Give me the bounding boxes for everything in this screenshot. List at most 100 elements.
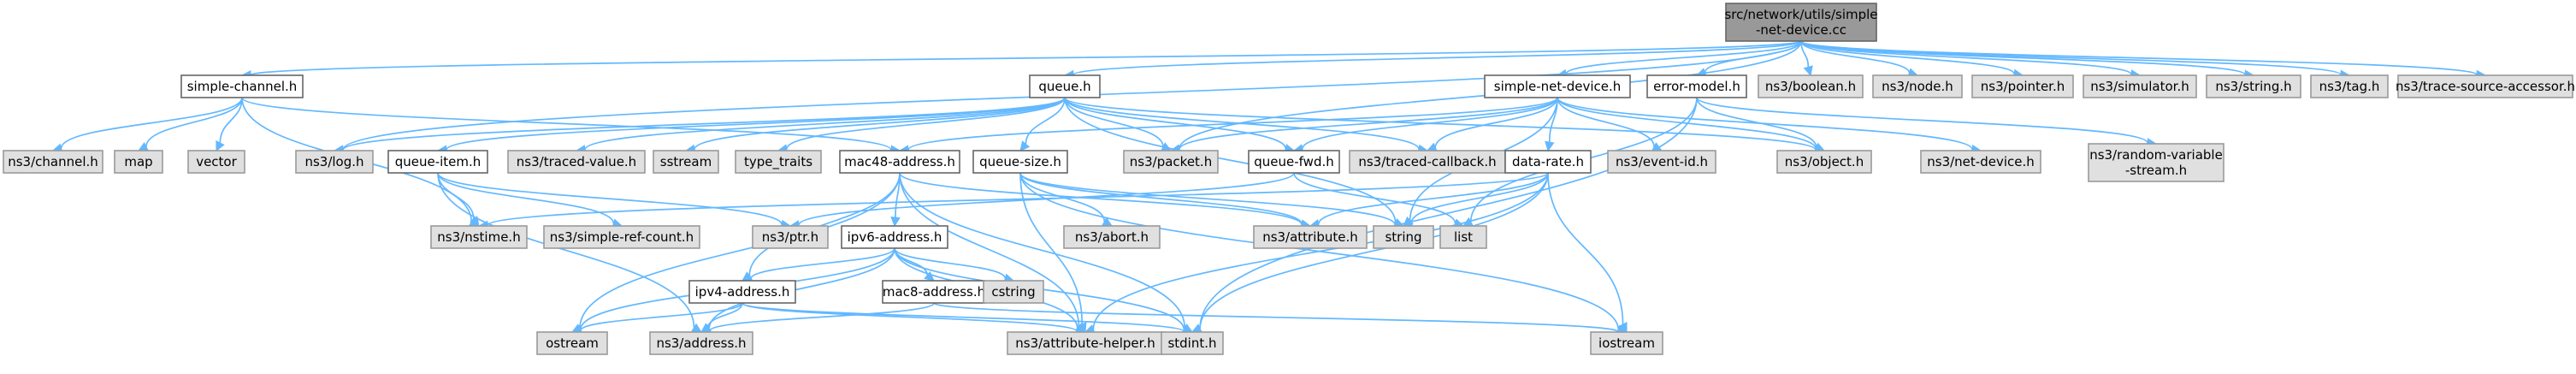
node-label: ns3/object.h [1785, 154, 1864, 169]
node-box [1484, 74, 1631, 98]
node-box [387, 150, 488, 174]
node-queue-fwd[interactable]: queue-fwd.h [1248, 150, 1340, 174]
node-label: ns3/nstime.h [437, 229, 520, 245]
node-box [187, 150, 245, 174]
edge-ipv6_address-to-ns3_address [708, 247, 895, 329]
edge-queue-to-sstream [694, 97, 1066, 150]
edge-data_rate-to-ns3_attribute_helper [1092, 172, 1549, 329]
node-label: list [1454, 229, 1473, 245]
edge-ipv6_address-to-cstring [894, 247, 1007, 279]
node-label: ns3/traced-callback.h [1358, 154, 1496, 169]
node-root[interactable]: src/network/utils/simple-net-device.cc [1724, 3, 1878, 42]
node-list: list [1439, 225, 1487, 249]
edge-queue-to-string [1064, 97, 1397, 223]
node-box [1253, 225, 1368, 249]
node-box [1439, 225, 1487, 249]
node-ns3-attribute: ns3/attribute.h [1253, 225, 1368, 249]
edge-ipv4_address-to-ns3_attribute_helper [741, 302, 1078, 332]
edge-simple_net_device-to-ns3_object [1557, 97, 1817, 150]
node-simple-net-device[interactable]: simple-net-device.h [1484, 74, 1631, 98]
edge-queue-to-queue_size [1025, 97, 1066, 145]
node-label: cstring [991, 284, 1035, 300]
node-label: mac48-address.h [844, 154, 955, 169]
edge-queue_size-to-ns3_attribute [1019, 172, 1303, 225]
node-box [536, 331, 608, 355]
node-label: ns3/simulator.h [2090, 79, 2189, 94]
node-mac48-address[interactable]: mac48-address.h [839, 150, 960, 174]
arrowhead-simple_channel-to-vector [216, 140, 225, 152]
node-stdint: stdint.h [1161, 331, 1224, 355]
node-ns3-boolean: ns3/boolean.h [1758, 74, 1864, 98]
edge-queue-to-ns3_traced_value [584, 97, 1066, 151]
node-box [1776, 150, 1872, 174]
node-label: ns3/boolean.h [1765, 79, 1856, 94]
node-box [972, 150, 1068, 174]
edge-simple_net_device-to-mac48_address [907, 97, 1558, 151]
edge-root-to-ns3_pointer [1800, 40, 2015, 75]
node-label: ns3/traced-value.h [517, 154, 636, 169]
node-error-model[interactable]: error-model.h [1646, 74, 1747, 98]
edge-root-to-ns3_boolean [1800, 40, 1810, 68]
edge-queue_item-to-ns3_ptr [437, 172, 783, 225]
edge-queue_size-to-ns3_abort [1019, 172, 1106, 223]
node-ns3-traced-value: ns3/traced-value.h [507, 150, 646, 174]
node-label: ostream [546, 335, 599, 351]
node-ns3-tag: ns3/tag.h [2310, 74, 2389, 98]
arrowhead-data_rate-to-iostream [1618, 322, 1628, 334]
node-simple-channel[interactable]: simple-channel.h [180, 74, 304, 98]
node-ns3-net-device: ns3/net-device.h [1920, 150, 2041, 174]
node-box [2310, 74, 2389, 98]
node-box [2397, 74, 2573, 98]
edge-data_rate-to-ns3_nstime [487, 172, 1549, 227]
arrowhead-mac48_address-to-ipv6_address [890, 216, 901, 228]
node-box [688, 280, 796, 304]
node-ns3-ptr: ns3/ptr.h [752, 225, 829, 249]
node-box [3, 150, 103, 174]
edge-root-to-ns3_node [1800, 40, 1911, 74]
node-label: ns3/node.h [1882, 79, 1953, 94]
node-data-rate[interactable]: data-rate.h [1504, 150, 1592, 174]
node-ns3-pointer: ns3/pointer.h [1971, 74, 2074, 98]
node-label: ns3/channel.h [8, 154, 98, 169]
node-box [1373, 225, 1434, 249]
edge-root-to-simple_net_device [1565, 40, 1802, 75]
node-ipv6-address[interactable]: ipv6-address.h [841, 225, 948, 249]
node-queue-size[interactable]: queue-size.h [972, 150, 1068, 174]
node-queue[interactable]: queue.h [1029, 74, 1101, 98]
node-box [507, 150, 646, 174]
edge-simple_net_device-to-queue_fwd [1301, 97, 1558, 150]
node-label: ipv6-address.h [848, 229, 942, 245]
node-ipv4-address[interactable]: ipv4-address.h [688, 280, 796, 304]
node-label: sstream [660, 154, 712, 169]
edge-mac8_address-to-iostream [933, 302, 1619, 333]
node-box [882, 280, 986, 304]
node-box [1758, 74, 1864, 98]
node-label: ns3/net-device.h [1927, 154, 2035, 169]
edge-mac48_address-to-ns3_attribute [899, 172, 1303, 226]
edge-ipv4_address-to-stdint [741, 302, 1185, 333]
edge-simple_channel-to-map [145, 97, 243, 147]
node-mac8-address[interactable]: mac8-address.h [882, 280, 986, 304]
node-queue-item[interactable]: queue-item.h [387, 150, 488, 174]
edge-root-to-queue [1072, 40, 1802, 76]
edge-queue-to-ns3_log [342, 97, 1066, 151]
edge-data_rate-to-iostream [1547, 172, 1624, 325]
edge-simple_net_device-to-ns3_traced_callback [1434, 97, 1558, 148]
node-label: stdint.h [1167, 335, 1216, 351]
node-vector: vector [187, 150, 245, 174]
node-box [735, 150, 822, 174]
node-label: queue-size.h [979, 154, 1061, 169]
node-box [1872, 74, 1963, 98]
node-box [1971, 74, 2074, 98]
node-ns3-simple-ref-count: ns3/simple-ref-count.h [543, 225, 700, 249]
node-label: ns3/log.h [304, 154, 363, 169]
node-box [2206, 74, 2301, 98]
node-box [1920, 150, 2041, 174]
node-ns3-address: ns3/address.h [649, 331, 753, 355]
node-label: ns3/attribute.h [1262, 229, 1358, 245]
node-ns3-simulator: ns3/simulator.h [2083, 74, 2197, 98]
node-box [983, 280, 1044, 304]
node-box [430, 225, 528, 249]
edge-data_rate-to-string [1410, 172, 1549, 223]
edge-queue-to-type_traits [785, 97, 1066, 150]
